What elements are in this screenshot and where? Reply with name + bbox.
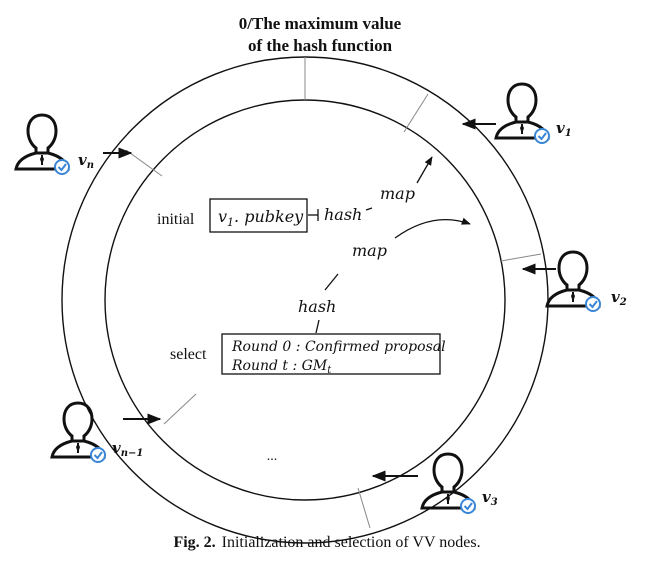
ring-separator-v3	[357, 487, 371, 529]
hash-top-label: hash	[324, 205, 362, 224]
initial-label: initial	[157, 211, 195, 228]
node-vn-1-label: vn−1	[112, 439, 143, 459]
map-top-label: map	[380, 184, 415, 203]
user-verified-icon	[420, 452, 477, 515]
pubkey-box	[209, 198, 308, 233]
node-v3: v3	[371, 452, 498, 515]
user-verified-icon	[50, 401, 107, 464]
node-v2-label: v2	[611, 288, 627, 308]
ring-separator-vn-1	[163, 393, 197, 425]
user-verified-icon	[14, 113, 71, 176]
select-box	[221, 333, 441, 375]
hash-top-dash	[365, 207, 373, 211]
map-mid-connector	[324, 273, 339, 291]
caption-text: Initialization and selection of VV nodes…	[222, 534, 481, 551]
select-label: select	[170, 346, 207, 363]
ring-separator-v2	[500, 253, 542, 262]
node-v1-label: v1	[556, 119, 572, 139]
map-top-arrow	[416, 156, 433, 184]
title-line-2: of the hash function	[248, 36, 393, 55]
caption-label: Fig. 2.	[173, 534, 215, 551]
ring-separator-vn	[125, 149, 163, 177]
hash-mid-connector	[315, 319, 320, 334]
node-v3-label: v3	[482, 488, 498, 508]
user-verified-icon	[545, 250, 602, 313]
map-mid-label: map	[352, 241, 387, 260]
select-line-2: Round t : GMt	[231, 358, 332, 376]
node-v1: v1	[461, 82, 572, 145]
node-vn: vn	[14, 113, 133, 176]
hash-mid-label: hash	[298, 297, 336, 316]
pubkey-text: v1. pubkey	[218, 207, 304, 229]
ellipsis: ...	[267, 449, 278, 464]
title-line-1: 0/The maximum value	[239, 14, 402, 33]
select-line-1: Round 0 : Confirmed proposal	[231, 339, 446, 355]
node-v2: v2	[521, 250, 627, 313]
user-verified-icon	[494, 82, 551, 145]
node-vn-1: vn−1	[50, 401, 162, 464]
ring-separator-v1	[403, 93, 429, 133]
figure-caption: Fig. 2. Initialization and selection of V…	[173, 534, 480, 551]
map-mid-arrow	[394, 217, 471, 239]
node-vn-label: vn	[78, 151, 94, 171]
